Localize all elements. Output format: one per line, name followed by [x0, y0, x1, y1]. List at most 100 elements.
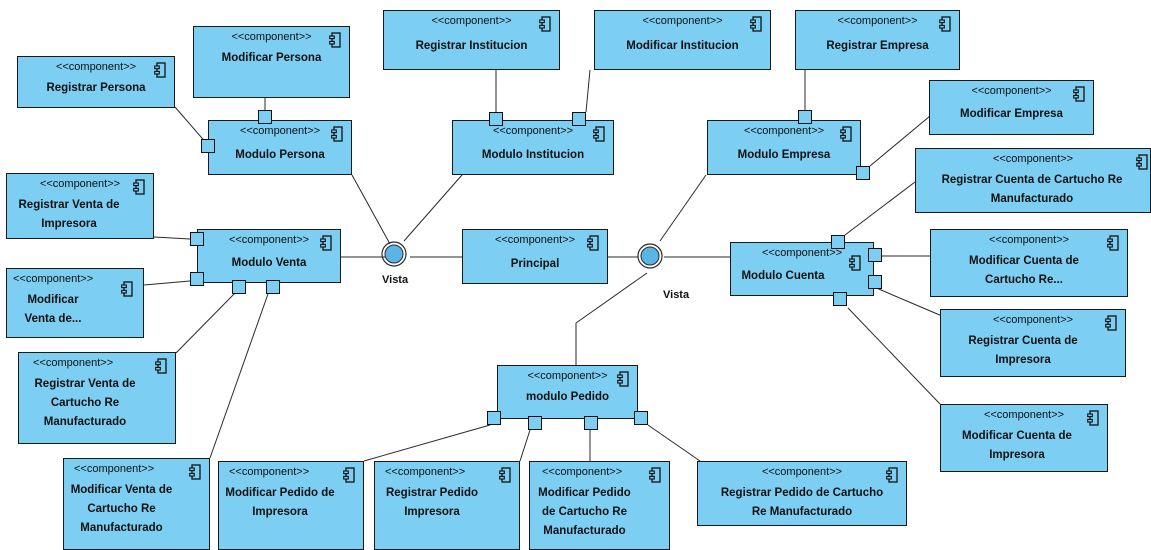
component-modificar-institucion[interactable]: <<component>> Modificar Institucion	[594, 10, 771, 70]
component-registrar-pedido-impresora[interactable]: <<component>> Registrar Pedido Impresora	[374, 461, 520, 550]
port	[266, 280, 280, 294]
component-registrar-persona[interactable]: <<component>> Registrar Persona	[17, 56, 175, 108]
component-principal[interactable]: <<component>> Principal	[462, 229, 608, 284]
stereotype-label: <<component>>	[971, 85, 1052, 97]
connector-line	[363, 424, 491, 462]
component-registrar-cuenta-impresora[interactable]: <<component>> Registrar Cuenta de Impres…	[940, 309, 1126, 377]
component-icon	[840, 126, 852, 142]
component-registrar-pedido-cartucho[interactable]: <<component>> Registrar Pedido de Cartuc…	[697, 461, 907, 526]
component-icon	[750, 16, 762, 32]
component-modificar-pedido-cartucho[interactable]: <<component>> Modificar Pedido de Cartuc…	[529, 461, 670, 550]
interface-label-left: Vista	[382, 274, 409, 286]
component-icon	[189, 464, 201, 480]
component-modificar-venta-cartucho[interactable]: <<component>> Modificar Venta de Cartuch…	[63, 458, 210, 550]
connector-line	[585, 69, 591, 113]
port	[190, 272, 204, 286]
stereotype-label: <<component>>	[983, 409, 1065, 421]
port	[190, 232, 204, 246]
stereotype-label: <<component>>	[239, 125, 321, 137]
component-icon	[154, 62, 166, 78]
interface-vista-left-icon	[381, 241, 407, 267]
component-icon	[343, 467, 355, 483]
component-icon	[133, 179, 145, 195]
port	[868, 248, 882, 262]
component-name: Modificar Cuenta de Cartucho Re...	[969, 255, 1079, 286]
component-name: Modificar Venta de...	[24, 294, 82, 325]
component-name: Registrar Venta de Impresora	[18, 199, 120, 230]
component-registrar-institucion[interactable]: <<component>> Registrar Institucion	[383, 10, 560, 70]
port	[584, 416, 598, 430]
component-modulo-cuenta[interactable]: <<component>> Modulo Cuenta	[730, 242, 874, 296]
connector-line	[403, 174, 463, 242]
stereotype-label: <<component>>	[33, 357, 114, 369]
connector-line	[174, 106, 209, 146]
stereotype-label: <<component>>	[13, 273, 94, 285]
stereotype-label: <<component>>	[988, 234, 1070, 246]
connector-line	[869, 115, 931, 167]
component-modificar-cuenta-cartucho[interactable]: <<component>> Modificar Cuenta de Cartuc…	[930, 229, 1128, 297]
stereotype-label: <<component>>	[228, 234, 310, 246]
connector-line	[153, 236, 191, 240]
component-name: Modificar Empresa	[960, 108, 1063, 120]
stereotype-label: <<component>>	[229, 466, 310, 478]
component-registrar-empresa[interactable]: <<component>> Registrar Empresa	[795, 10, 960, 70]
stereotype-label: <<component>>	[992, 153, 1074, 165]
component-name: Modificar Pedido de Cartucho Re Manufact…	[538, 487, 631, 537]
port	[232, 280, 246, 294]
component-modulo-empresa[interactable]: <<component>> Modulo Empresa	[707, 120, 861, 175]
connector-line	[647, 424, 701, 462]
connector-line	[575, 272, 648, 324]
connector-line	[844, 181, 916, 236]
stereotype-label: <<component>>	[837, 15, 918, 27]
component-modulo-persona[interactable]: <<component>> Modulo Persona	[208, 120, 352, 175]
component-name: Modificar Institucion	[626, 40, 739, 52]
component-icon	[1107, 235, 1119, 251]
connector-line	[209, 293, 269, 459]
component-name: Registrar Pedido de Cartucho Re Manufact…	[720, 487, 884, 518]
component-icon	[593, 126, 605, 142]
component-name: Registrar Persona	[46, 82, 146, 94]
component-registrar-venta-cartucho[interactable]: <<component>> Registrar Venta de Cartuch…	[18, 352, 176, 444]
port	[489, 112, 503, 126]
connector-line	[659, 174, 707, 242]
stereotype-label: <<component>>	[492, 125, 574, 137]
component-modulo-institucion[interactable]: <<component>> Modulo Institucion	[452, 120, 614, 175]
component-icon	[886, 467, 898, 483]
port	[487, 411, 501, 425]
component-icon	[155, 358, 167, 374]
component-modificar-cuenta-impresora[interactable]: <<component>> Modificar Cuenta de Impres…	[940, 404, 1108, 472]
stereotype-label: <<component>>	[642, 15, 723, 27]
stereotype-label: <<component>>	[761, 247, 843, 259]
component-modificar-venta[interactable]: <<component>> Modificar Venta de...	[6, 268, 144, 338]
stereotype-label: <<component>>	[992, 314, 1074, 326]
connector-line	[143, 280, 191, 286]
stereotype-label: <<component>>	[743, 125, 825, 137]
stereotype-label: <<component>>	[39, 178, 121, 190]
component-registrar-cuenta-cartucho[interactable]: <<component>> Registrar Cuenta de Cartuc…	[915, 148, 1151, 213]
component-icon	[331, 126, 343, 142]
component-modificar-persona[interactable]: <<component>> Modificar Persona	[193, 26, 350, 98]
component-registrar-venta-impresora[interactable]: <<component>> Registrar Venta de Impreso…	[6, 173, 154, 239]
component-modulo-pedido[interactable]: <<component>> modulo Pedido	[497, 365, 638, 419]
component-modificar-pedido-impresora[interactable]: <<component>> Modificar Pedido de Impres…	[218, 461, 364, 550]
stereotype-label: <<component>>	[761, 466, 843, 478]
component-name: Registrar Empresa	[826, 40, 929, 52]
component-name: Modificar Venta de Cartucho Re Manufactu…	[70, 484, 173, 534]
component-icon	[329, 32, 341, 48]
stereotype-label: <<component>>	[55, 61, 137, 73]
connector-line	[519, 429, 531, 462]
component-modulo-venta[interactable]: <<component>> Modulo Venta	[197, 229, 341, 283]
connector-line	[847, 307, 941, 405]
component-name: Modulo Venta	[231, 257, 307, 269]
port	[201, 139, 215, 153]
component-name: Registrar Pedido Impresora	[385, 487, 479, 518]
component-name: Registrar Cuenta de Impresora	[968, 335, 1078, 366]
stereotype-label: <<component>>	[527, 370, 608, 382]
component-icon	[939, 16, 951, 32]
component-icon	[539, 16, 551, 32]
component-modificar-empresa[interactable]: <<component>> Modificar Empresa	[929, 80, 1094, 135]
stereotype-label: <<component>>	[231, 31, 312, 43]
port	[258, 110, 272, 124]
connector-line	[351, 174, 391, 245]
